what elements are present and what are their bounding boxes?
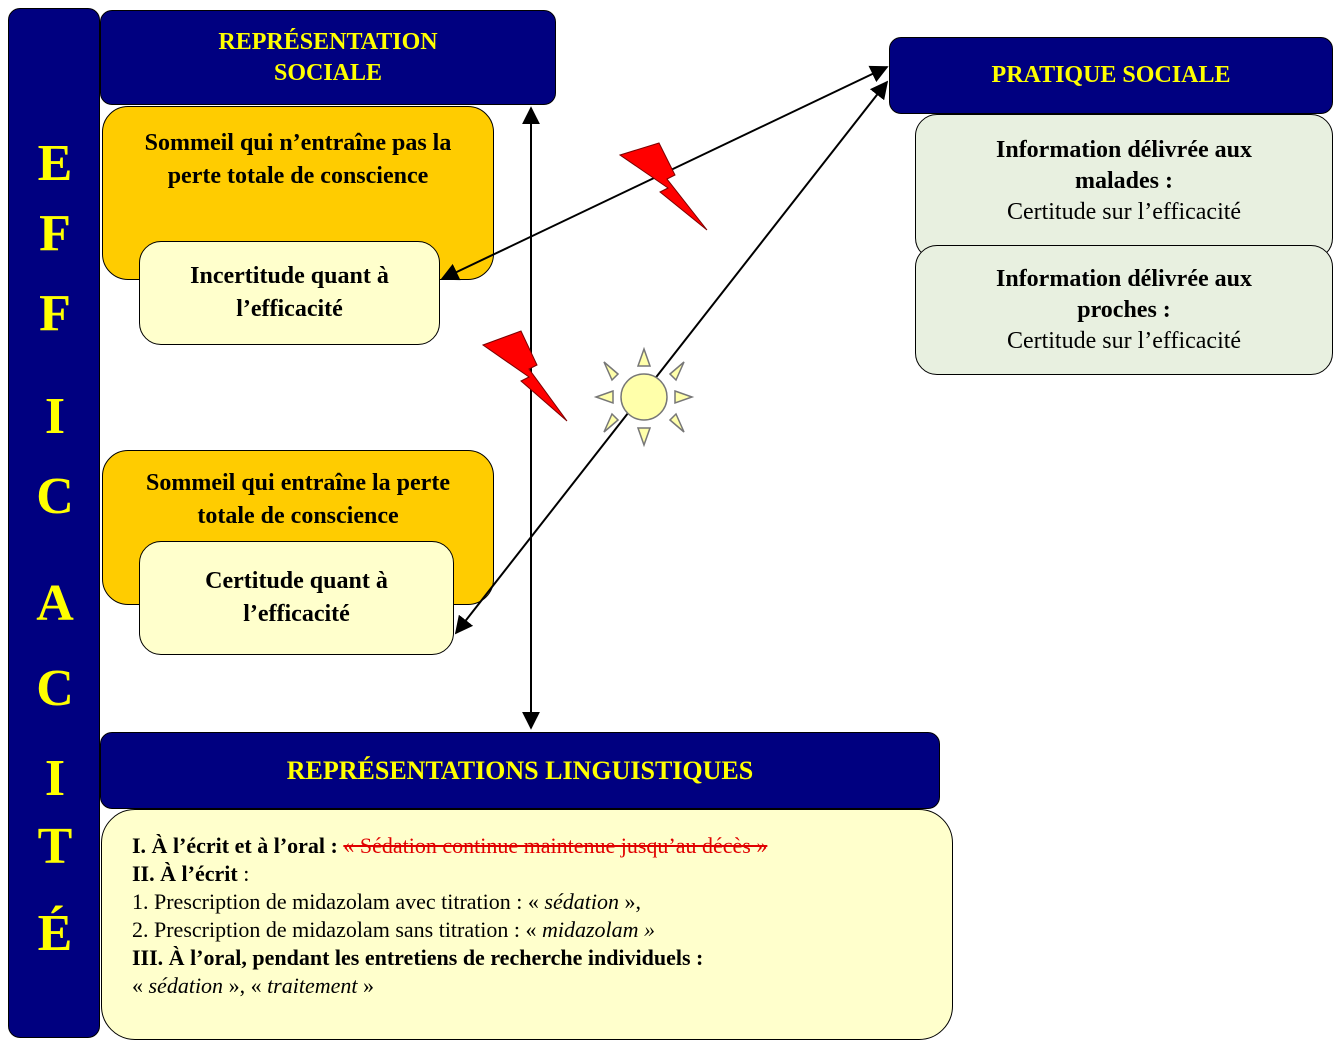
vertical-letter: É (37, 905, 73, 962)
arrow-certainty-practice (454, 80, 889, 635)
lightning-icon (481, 330, 568, 422)
ling-l3-post: », (624, 889, 641, 914)
linguistic-content-box: I. À l’écrit et à l’oral : « Sédation co… (101, 809, 953, 1040)
representations-linguistiques-title: REPRÉSENTATIONS LINGUISTIQUES (286, 755, 754, 785)
representation-sociale-header: REPRÉSENTATION SOCIALE (100, 10, 556, 105)
ling-l6-a: « (132, 973, 143, 998)
efficacite-vertical-bar: E F F I C A C I T É (8, 8, 100, 1038)
lightning-icon (618, 142, 708, 231)
vertical-letter: T (37, 818, 73, 875)
pratique-sociale-header: PRATIQUE SOCIALE (889, 37, 1333, 114)
info-malades-box: Information délivrée aux malades : Certi… (915, 114, 1333, 260)
ling-line-5: III. À l’oral, pendant les entretiens de… (132, 944, 952, 972)
ling-l4-ital: midazolam » (536, 917, 656, 942)
ling-l4-pre: 2. Prescription de midazolam sans titrat… (132, 917, 537, 942)
ling-l6-ital1: sédation (143, 973, 229, 998)
vertical-letter: F (39, 205, 71, 262)
ling-line-1: I. À l’écrit et à l’oral : « Sédation co… (132, 832, 952, 860)
vertical-letter: C (36, 468, 74, 525)
ling-line-2: II. À l’écrit : (132, 860, 952, 888)
sleep-total-text: Sommeil qui entraîne la perte totale de … (146, 470, 450, 529)
uncertainty-text: Incertitude quant à l’efficacité (190, 263, 389, 322)
ling-l3-pre: 1. Prescription de midazolam avec titrat… (132, 889, 539, 914)
certainty-text: Certitude quant à l’efficacité (205, 568, 388, 627)
ling-l6-b: », (228, 973, 246, 998)
info-malades-text: Certitude sur l’efficacité (1006, 199, 1242, 225)
uncertainty-box: Incertitude quant à l’efficacité (139, 241, 440, 345)
ling-l3-ital: sédation (538, 889, 625, 914)
vertical-letter: E (37, 135, 73, 192)
vertical-letter: C (36, 660, 74, 717)
representations-linguistiques-header: REPRÉSENTATIONS LINGUISTIQUES (100, 732, 940, 809)
vertical-letter: A (36, 575, 74, 632)
ling-l6-d: » (363, 973, 374, 998)
ling-l1-bold: I. À l’écrit et à l’oral : (132, 833, 338, 858)
vertical-letter: F (39, 285, 71, 342)
vertical-letter: I (44, 750, 66, 807)
sleep-partial-text: Sommeil qui n’entraîne pas la perte tota… (144, 130, 452, 189)
vertical-letter: I (44, 388, 66, 445)
certainty-box: Certitude quant à l’efficacité (139, 541, 454, 655)
ling-line-4: 2. Prescription de midazolam sans titrat… (132, 916, 952, 944)
ling-l5-bold: III. À l’oral, pendant les entretiens de… (132, 945, 704, 970)
pratique-sociale-title: PRATIQUE SOCIALE (991, 62, 1231, 88)
sun-icon (593, 346, 695, 448)
ling-l2-bold: II. À l’écrit (132, 861, 238, 886)
info-proches-heading: Information délivrée aux proches : (996, 266, 1252, 323)
ling-l1-strike: « Sédation continue maintenue jusqu’au d… (343, 833, 768, 858)
info-proches-text: Certitude sur l’efficacité (1006, 328, 1242, 354)
ling-line-6: « sédation », « traitement » (132, 972, 952, 1000)
ling-l6-ital2: traitement (261, 973, 363, 998)
representation-sociale-title: REPRÉSENTATION SOCIALE (218, 28, 438, 86)
ling-l2-rest: : (237, 861, 250, 886)
info-malades-heading: Information délivrée aux malades : (996, 137, 1252, 194)
ling-line-3: 1. Prescription de midazolam avec titrat… (132, 888, 952, 916)
ling-l6-c: « (245, 973, 262, 998)
info-proches-box: Information délivrée aux proches : Certi… (915, 245, 1333, 375)
